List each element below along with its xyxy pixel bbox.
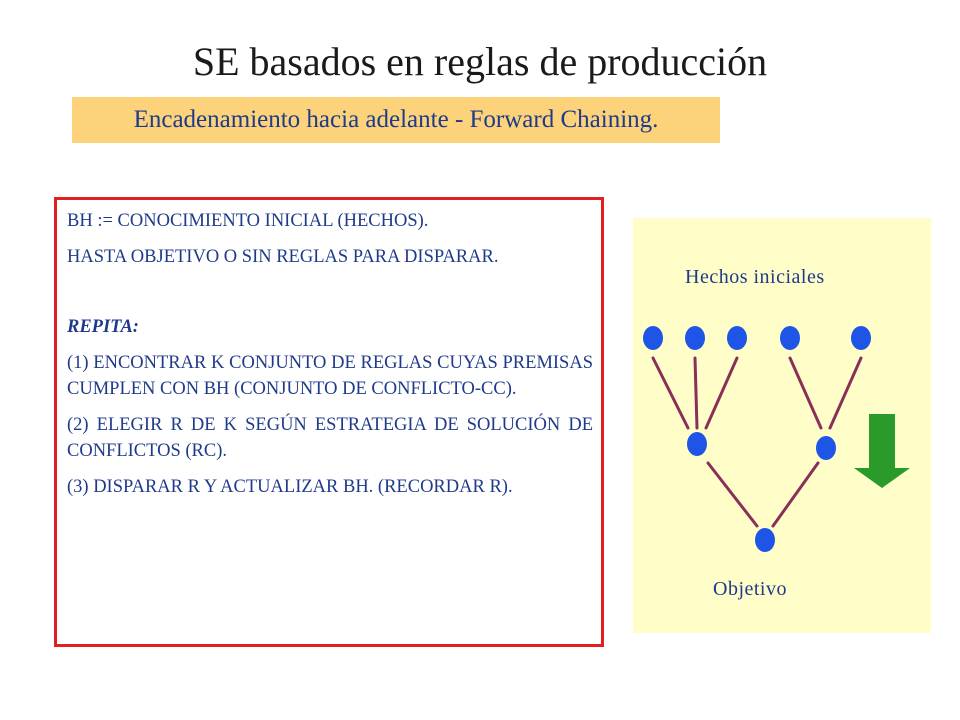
- down-arrow-icon: [854, 414, 910, 488]
- fact-node: [643, 326, 663, 350]
- rule-step-2: (2) ELEGIR R DE K SEGÚN ESTRATEGIA DE SO…: [67, 415, 593, 461]
- slide-subtitle: Encadenamiento hacia adelante - Forward …: [72, 97, 720, 143]
- diagram-svg: [643, 326, 910, 552]
- rule-line-init: BH := CONOCIMIENTO INICIAL (HECHOS).: [67, 211, 429, 231]
- rule-step-3: (3) DISPARAR R Y ACTUALIZAR BH. (RECORDA…: [67, 477, 513, 497]
- intermediate-node: [687, 432, 707, 456]
- edge: [828, 356, 863, 430]
- algorithm-box: BH := CONOCIMIENTO INICIAL (HECHOS). HAS…: [54, 197, 604, 647]
- forward-chaining-diagram: Hechos iniciales Objetivo: [633, 218, 931, 633]
- rule-line-until: HASTA OBJETIVO O SIN REGLAS PARA DISPARA…: [67, 247, 499, 267]
- intermediate-node: [816, 436, 836, 460]
- edge: [771, 461, 820, 528]
- edge: [651, 356, 690, 430]
- edge: [704, 356, 739, 430]
- spacer: [67, 280, 593, 314]
- rule-line-repeat: REPITA:: [67, 317, 139, 337]
- fact-node: [685, 326, 705, 350]
- goal-node: [755, 528, 775, 552]
- rule-step-1: (1) ENCONTRAR K CONJUNTO DE REGLAS CUYAS…: [67, 353, 593, 399]
- edge: [706, 461, 759, 528]
- fact-node: [851, 326, 871, 350]
- goal-label: Objetivo: [713, 578, 787, 600]
- fact-node: [727, 326, 747, 350]
- slide-title: SE basados en reglas de producción: [192, 39, 768, 84]
- initial-facts-label: Hechos iniciales: [685, 266, 825, 288]
- fact-node: [780, 326, 800, 350]
- edge: [693, 356, 699, 430]
- edge: [788, 356, 823, 430]
